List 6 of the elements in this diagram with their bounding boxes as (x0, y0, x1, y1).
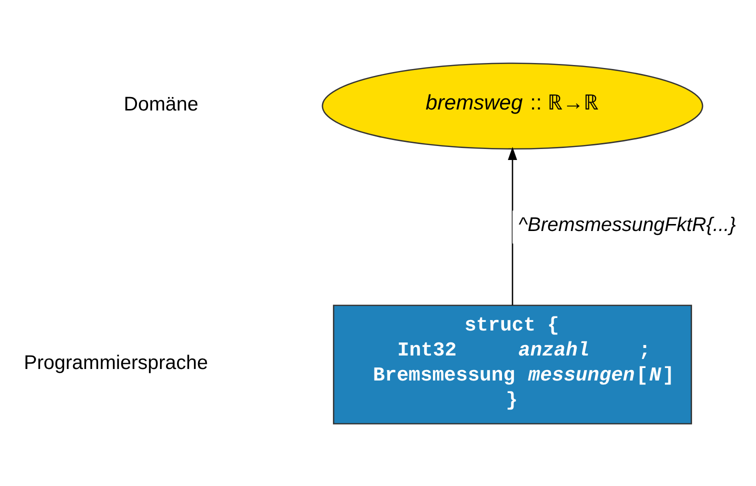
label: Programmiersprache (24, 352, 208, 374)
node-box: struct { Int32 anzahl; Bremsmessung messungen[N] } (332, 304, 692, 424)
node-ellipse: bremsweg :: ℝ→ℝ (322, 62, 704, 150)
arrow (508, 146, 518, 305)
label: Domäne (124, 93, 198, 116)
edge-label: ^BremsmessungFktR{...} (518, 214, 736, 236)
